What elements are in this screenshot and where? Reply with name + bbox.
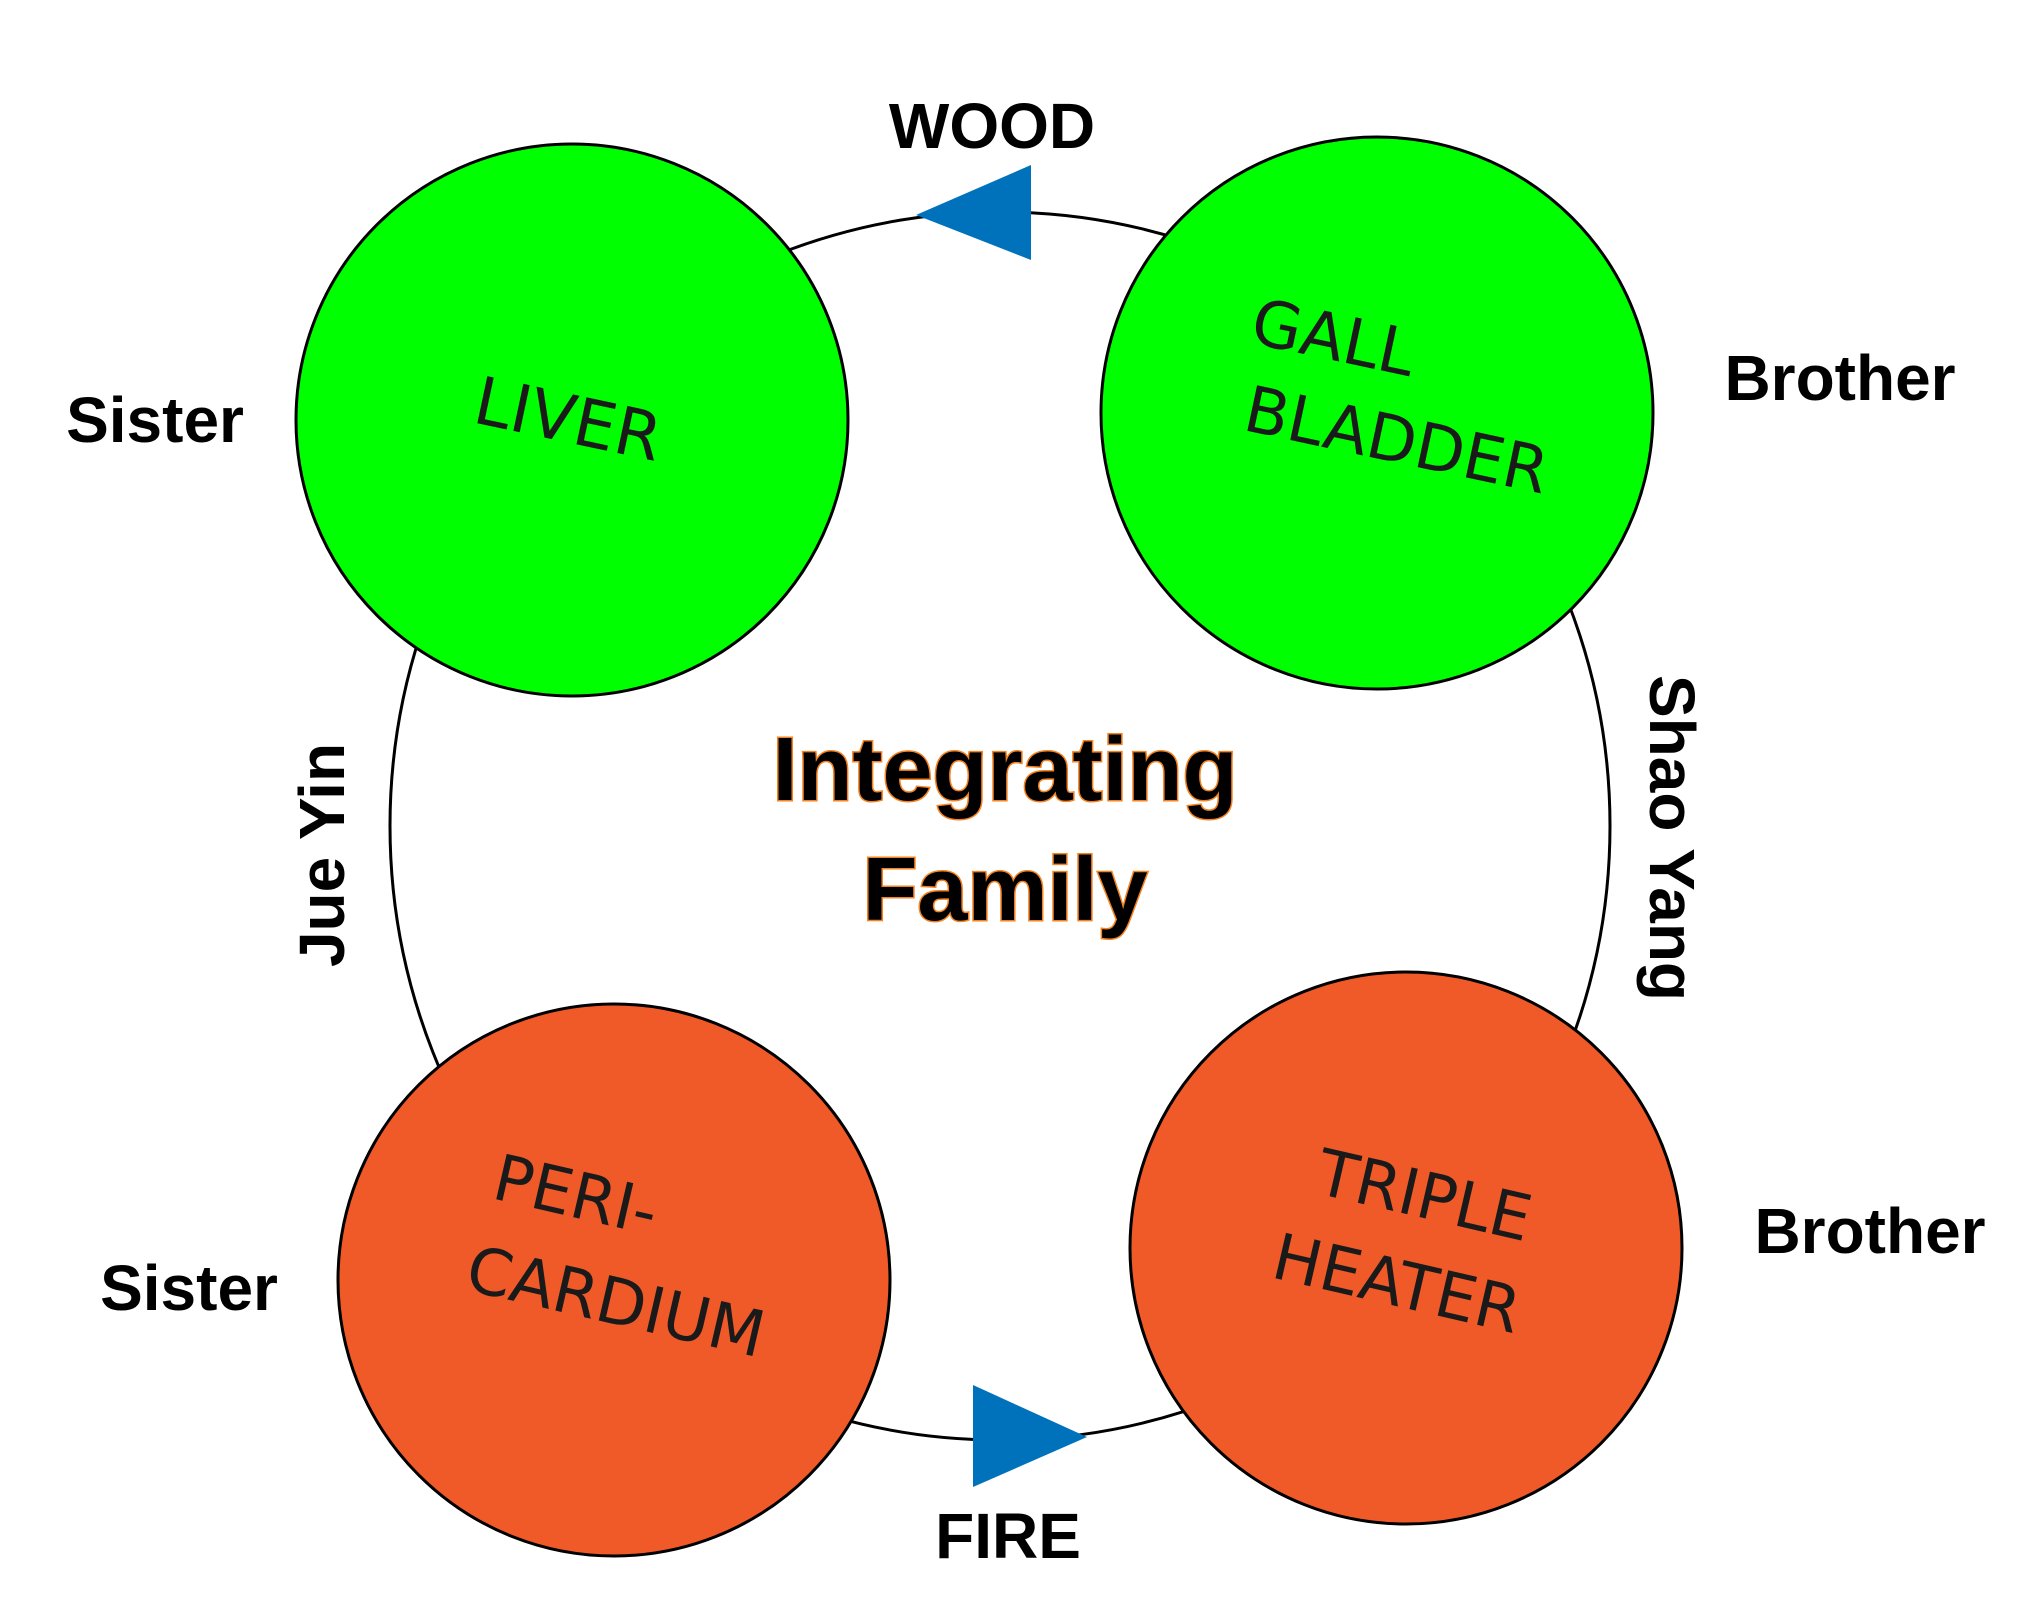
fire-arrow-icon [973, 1385, 1087, 1487]
wood-label: WOOD [889, 90, 1095, 162]
center-title-line2: Family [862, 840, 1147, 940]
gall-bladder-circle [1099, 135, 1655, 691]
liver-role-label: Sister [66, 384, 244, 456]
triple-heater-role-label: Brother [1754, 1195, 1985, 1267]
wood-arrow-icon [916, 165, 1031, 260]
fire-label: FIRE [935, 1500, 1081, 1572]
pericardium-circle [336, 1002, 892, 1558]
jue-yin-label: Jue Yin [286, 743, 358, 967]
shao-yang-label: Shao Yang [1636, 675, 1708, 1001]
pericardium-role-label: Sister [100, 1252, 278, 1324]
gall-bladder-role-label: Brother [1724, 342, 1955, 414]
triple-heater-circle [1128, 970, 1684, 1526]
center-title-line1: Integrating [773, 720, 1238, 820]
liver-circle [294, 142, 850, 698]
